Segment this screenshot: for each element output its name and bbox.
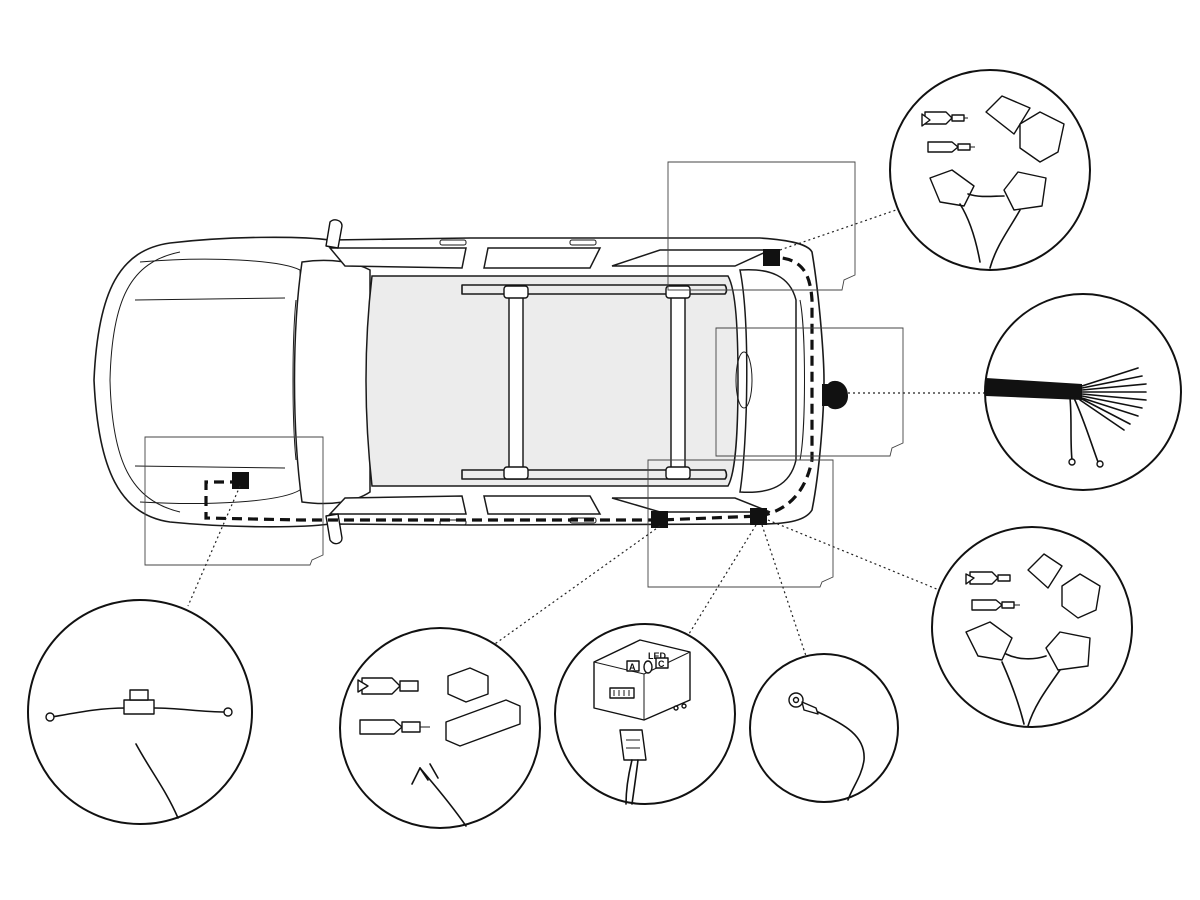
side-window-bottom-rear	[483, 495, 602, 515]
module-label: LED	[648, 651, 667, 661]
spade-terminal-icon	[965, 571, 1011, 585]
roof-rail-top	[461, 284, 728, 295]
socket-housing-icon	[985, 95, 1031, 135]
fuse-icon	[123, 699, 155, 715]
connector-right-light	[750, 508, 767, 525]
flat-terminal-icon	[927, 141, 975, 153]
plug-housing-icon	[447, 667, 489, 703]
cross-bar-rear	[670, 287, 686, 479]
flat-terminal-icon	[359, 719, 430, 735]
cross-bar-front	[508, 287, 524, 479]
detail-fuse-holder	[27, 599, 253, 825]
detail-left-light-connector	[889, 69, 1091, 271]
flat-terminal-icon	[971, 599, 1020, 611]
roof	[365, 275, 739, 487]
windshield	[293, 259, 371, 505]
wiring-harness	[204, 255, 814, 522]
detail-cable-bundle	[984, 293, 1182, 491]
indicator-c: C	[658, 659, 665, 669]
car-body-outline	[93, 236, 825, 528]
socket-housing-icon	[1027, 553, 1063, 589]
side-window-bottom-quarter	[611, 497, 771, 513]
side-window-top-rear	[483, 247, 602, 269]
tow-ball	[822, 380, 848, 410]
connector-control-module	[651, 511, 668, 528]
side-window-bottom-front	[328, 495, 467, 515]
detail-control-module: LED A C	[554, 623, 736, 805]
connector-left-light	[763, 249, 780, 266]
module-plug-icon	[619, 729, 647, 761]
rear-window	[739, 268, 797, 494]
plug-housing-icon	[1019, 111, 1065, 163]
mirror-top	[325, 219, 343, 249]
connected-plug-icon	[929, 169, 975, 207]
spade-terminal-icon	[921, 111, 968, 127]
cable-sheath	[986, 378, 1082, 400]
connector-front-fuse	[232, 472, 249, 489]
side-window-top-quarter	[611, 249, 771, 267]
leader-lines	[187, 209, 986, 657]
indicator-light	[643, 660, 653, 674]
detail-right-light-connector	[931, 526, 1133, 728]
sleeve-icon	[445, 699, 521, 747]
detail-terminal-kit	[339, 627, 541, 829]
roof-rail-bottom	[461, 469, 728, 480]
detail-ground-wire	[749, 653, 899, 803]
plug-housing-icon	[1061, 573, 1101, 619]
side-window-top-front	[328, 247, 467, 269]
connected-plug-icon	[965, 621, 1013, 661]
section-frames	[144, 161, 904, 588]
car-top-view	[93, 219, 848, 545]
indicator-a: A	[629, 662, 636, 672]
spade-terminal-icon	[357, 677, 419, 695]
